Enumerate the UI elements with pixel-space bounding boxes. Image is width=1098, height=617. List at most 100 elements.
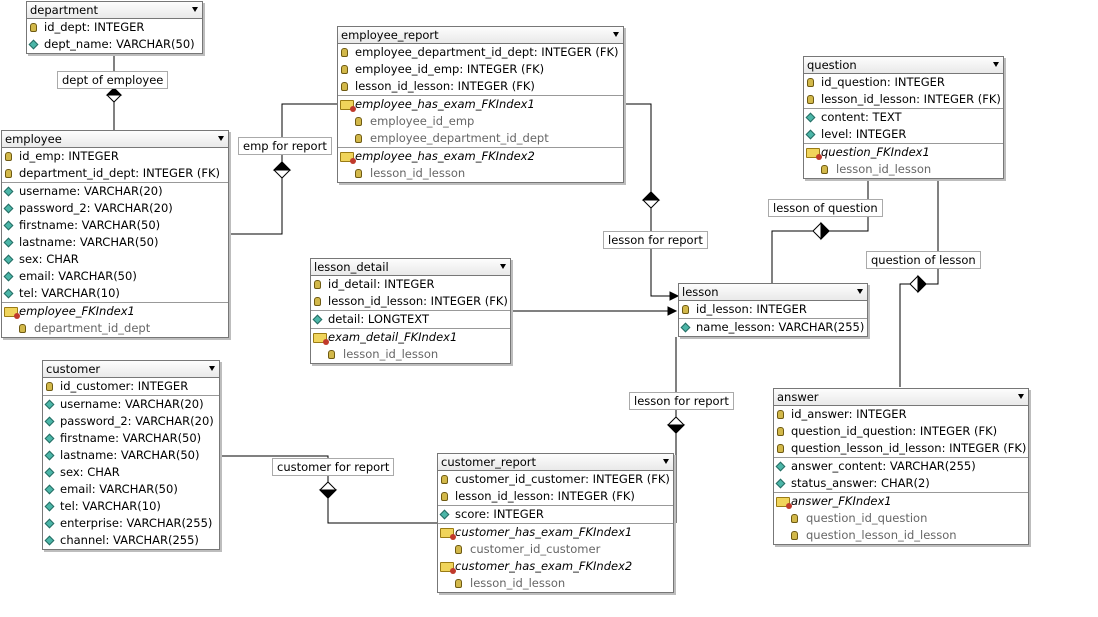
column-icon: [44, 399, 55, 410]
chevron-down-icon[interactable]: [993, 62, 999, 67]
column-row[interactable]: lastname: VARCHAR(50): [43, 447, 219, 464]
column-row[interactable]: lesson_id_lesson: INTEGER (FK): [311, 293, 510, 310]
column-row[interactable]: dept_name: VARCHAR(50): [27, 36, 202, 53]
index-column-row[interactable]: lesson_id_lesson: [438, 575, 673, 592]
column-row[interactable]: answer_content: VARCHAR(255): [774, 457, 1028, 475]
column-row[interactable]: enterprise: VARCHAR(255): [43, 515, 219, 532]
index-column-row[interactable]: lesson_id_lesson: [311, 346, 510, 363]
index-row[interactable]: question_FKIndex1: [804, 143, 1003, 161]
table-title-text: answer: [777, 390, 819, 404]
column-row[interactable]: lesson_id_lesson: INTEGER (FK): [338, 78, 623, 95]
column-row[interactable]: id_question: INTEGER: [804, 74, 1003, 91]
index-row[interactable]: customer_has_exam_FKIndex2: [438, 558, 673, 575]
column-row[interactable]: question_id_question: INTEGER (FK): [774, 423, 1028, 440]
table-title[interactable]: lesson_detail: [311, 259, 510, 276]
index-column-row[interactable]: lesson_id_lesson: [338, 165, 623, 182]
column-row[interactable]: lesson_id_lesson: INTEGER (FK): [804, 91, 1003, 108]
chevron-down-icon[interactable]: [663, 459, 669, 464]
table-title[interactable]: question: [804, 57, 1003, 74]
column-row[interactable]: id_emp: INTEGER: [2, 148, 228, 165]
column-row[interactable]: lesson_id_lesson: INTEGER (FK): [438, 488, 673, 505]
column-row[interactable]: password_2: VARCHAR(20): [2, 200, 228, 217]
column-row[interactable]: username: VARCHAR(20): [2, 182, 228, 200]
column-row[interactable]: password_2: VARCHAR(20): [43, 413, 219, 430]
column-row[interactable]: username: VARCHAR(20): [43, 395, 219, 413]
column-row[interactable]: level: INTEGER: [804, 126, 1003, 143]
index-row[interactable]: customer_has_exam_FKIndex1: [438, 523, 673, 541]
column-row[interactable]: channel: VARCHAR(255): [43, 532, 219, 549]
column-row[interactable]: department_id_dept: INTEGER (FK): [2, 165, 228, 182]
column-row[interactable]: id_dept: INTEGER: [27, 19, 202, 36]
table-title[interactable]: customer: [43, 361, 219, 378]
column-row[interactable]: firstname: VARCHAR(50): [43, 430, 219, 447]
table-title[interactable]: customer_report: [438, 454, 673, 471]
index-column-row[interactable]: question_lesson_id_lesson: [774, 527, 1028, 544]
table-title[interactable]: employee_report: [338, 27, 623, 44]
column-row[interactable]: sex: CHAR: [43, 464, 219, 481]
column-row[interactable]: firstname: VARCHAR(50): [2, 217, 228, 234]
column-row[interactable]: tel: VARCHAR(10): [43, 498, 219, 515]
column-row[interactable]: id_answer: INTEGER: [774, 406, 1028, 423]
column-row[interactable]: score: INTEGER: [438, 505, 673, 523]
column-row[interactable]: email: VARCHAR(50): [2, 268, 228, 285]
column-row[interactable]: status_answer: CHAR(2): [774, 475, 1028, 492]
chevron-down-icon[interactable]: [218, 136, 224, 141]
column-row[interactable]: email: VARCHAR(50): [43, 481, 219, 498]
table-title[interactable]: lesson: [679, 284, 867, 301]
table-title[interactable]: employee: [2, 131, 228, 148]
column-row[interactable]: employee_department_id_dept: INTEGER (FK…: [338, 44, 623, 61]
chevron-down-icon[interactable]: [613, 32, 619, 37]
column-row[interactable]: id_lesson: INTEGER: [679, 301, 867, 318]
column-icon: [775, 478, 786, 489]
index-column-row[interactable]: customer_id_customer: [438, 541, 673, 558]
column-icon: [44, 450, 55, 461]
chevron-down-icon[interactable]: [857, 289, 863, 294]
column-row[interactable]: tel: VARCHAR(10): [2, 285, 228, 302]
index-row[interactable]: employee_has_exam_FKIndex2: [338, 147, 623, 165]
column-row[interactable]: name_lesson: VARCHAR(255): [679, 318, 867, 336]
row-text: employee_has_exam_FKIndex2: [355, 149, 535, 163]
row-text: id_emp: INTEGER: [19, 149, 119, 163]
chevron-down-icon[interactable]: [192, 7, 198, 12]
column-row[interactable]: detail: LONGTEXT: [311, 310, 510, 328]
column-row[interactable]: sex: CHAR: [2, 251, 228, 268]
row-text: email: VARCHAR(50): [19, 269, 137, 283]
index-column-row[interactable]: lesson_id_lesson: [804, 161, 1003, 178]
index-column-row[interactable]: employee_department_id_dept: [338, 130, 623, 147]
index-row[interactable]: answer_FKIndex1: [774, 492, 1028, 510]
index-row[interactable]: exam_detail_FKIndex1: [311, 328, 510, 346]
row-text: customer_id_customer: INTEGER (FK): [455, 472, 670, 486]
index-row[interactable]: employee_has_exam_FKIndex1: [338, 95, 623, 113]
index-column-row[interactable]: employee_id_emp: [338, 113, 623, 130]
column-row[interactable]: content: TEXT: [804, 108, 1003, 126]
column-row[interactable]: id_detail: INTEGER: [311, 276, 510, 293]
table-title[interactable]: answer: [774, 389, 1028, 406]
column-row[interactable]: customer_id_customer: INTEGER (FK): [438, 471, 673, 488]
index-column-row[interactable]: department_id_dept: [2, 320, 228, 337]
index-row[interactable]: employee_FKIndex1: [2, 302, 228, 320]
column-row[interactable]: lastname: VARCHAR(50): [2, 234, 228, 251]
chevron-down-icon[interactable]: [209, 366, 215, 371]
chevron-down-icon[interactable]: [500, 264, 506, 269]
key-icon: [355, 117, 362, 126]
row-text: question_lesson_id_lesson: INTEGER (FK): [791, 441, 1027, 455]
key-icon: [341, 82, 348, 91]
column-row[interactable]: employee_id_emp: INTEGER (FK): [338, 61, 623, 78]
table-title[interactable]: department: [27, 2, 202, 19]
row-text: customer_has_exam_FKIndex2: [455, 559, 633, 573]
column-row[interactable]: question_lesson_id_lesson: INTEGER (FK): [774, 440, 1028, 457]
row-text: lesson_id_lesson: [836, 162, 932, 176]
chevron-down-icon[interactable]: [1018, 394, 1024, 399]
column-row[interactable]: id_customer: INTEGER: [43, 378, 219, 395]
index-column-row[interactable]: question_id_question: [774, 510, 1028, 527]
relation-label-question-of-lesson: question of lesson: [866, 251, 981, 269]
